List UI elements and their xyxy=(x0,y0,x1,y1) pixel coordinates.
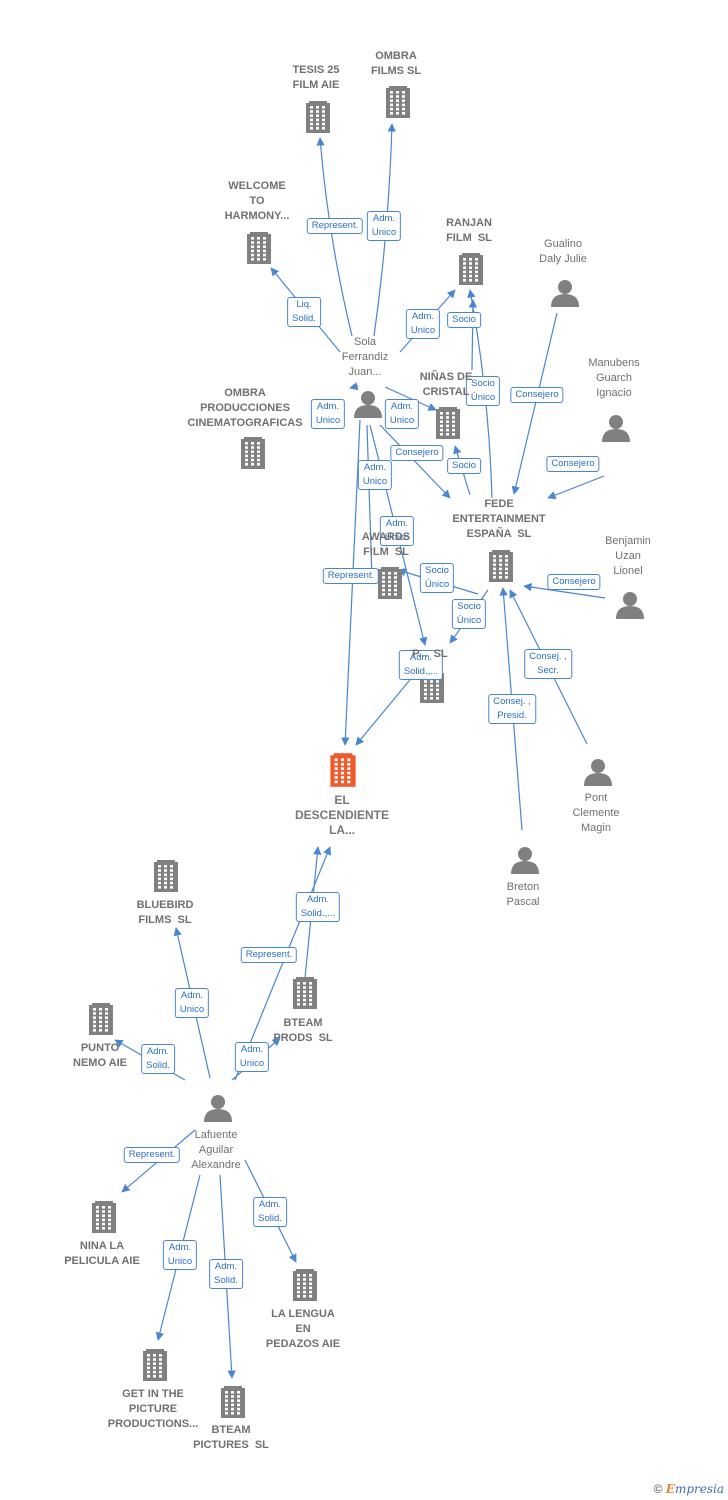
person-icon[interactable] xyxy=(616,592,644,619)
node-label-ranjan[interactable]: RANJAN FILM SL xyxy=(446,217,492,244)
relation-badge[interactable]: Socio xyxy=(447,312,481,328)
relation-badge[interactable]: Represent. xyxy=(240,947,298,963)
building-icon[interactable] xyxy=(330,753,356,787)
building-icon[interactable] xyxy=(293,1269,317,1301)
node-label-tesis25[interactable]: TESIS 25 FILM AIE xyxy=(292,64,340,91)
person-icon[interactable] xyxy=(602,415,630,442)
node-label-fede[interactable]: FEDE ENTERTAINMENT ESPAÑA SL xyxy=(452,498,546,540)
relation-badge[interactable]: Adm. Solid. xyxy=(253,1197,287,1227)
person-icon[interactable] xyxy=(204,1095,232,1122)
node-label-pont[interactable]: Pont Clemente Magin xyxy=(572,792,620,834)
relation-badge[interactable]: Adm. Unico xyxy=(234,1042,270,1072)
relation-badge[interactable]: Consejero xyxy=(547,574,601,590)
node-label-gualino[interactable]: Gualino Daly Julie xyxy=(539,238,587,265)
brand-name: mpresia xyxy=(674,1482,724,1496)
relation-badge[interactable]: Represent. xyxy=(322,568,380,584)
building-icon[interactable] xyxy=(459,253,483,285)
relation-badge[interactable]: Adm. Unico xyxy=(379,516,415,546)
node-label-get-in[interactable]: GET IN THE PICTURE PRODUCTIONS... xyxy=(107,1388,199,1430)
relation-badge[interactable]: Consejero xyxy=(546,456,600,472)
building-icon[interactable] xyxy=(221,1386,245,1418)
node-label-breton[interactable]: Breton Pascal xyxy=(506,881,540,908)
person-icon[interactable] xyxy=(584,759,612,786)
relation-badge[interactable]: Consejero xyxy=(510,387,564,403)
node-label-bluebird[interactable]: BLUEBIRD FILMS SL xyxy=(136,899,194,926)
relation-badge[interactable]: Adm. Solid. xyxy=(141,1044,175,1074)
relation-badge[interactable]: Adm. Solid.,... xyxy=(398,650,444,680)
copyright-symbol: © xyxy=(653,1482,663,1496)
building-icon[interactable] xyxy=(436,407,460,439)
building-icon[interactable] xyxy=(154,860,178,892)
relation-edge xyxy=(384,386,437,411)
relation-badge[interactable]: Adm. Unico xyxy=(310,399,346,429)
building-icon[interactable] xyxy=(378,567,402,599)
node-label-welcome[interactable]: WELCOME TO HARMONY... xyxy=(224,180,290,222)
building-icon[interactable] xyxy=(247,232,271,264)
relation-badge[interactable]: Adm. Unico xyxy=(357,460,393,490)
relation-edge xyxy=(366,424,376,581)
person-icon[interactable] xyxy=(354,391,382,418)
building-icon[interactable] xyxy=(306,101,330,133)
relation-badge[interactable]: Adm. Unico xyxy=(405,309,441,339)
relation-badge[interactable]: Adm. Unico xyxy=(174,988,210,1018)
relation-edge xyxy=(547,475,605,500)
node-label-punto-nemo[interactable]: PUNTO NEMO AIE xyxy=(73,1042,127,1069)
node-label-bteam-prods[interactable]: BTEAM PRODS SL xyxy=(273,1017,333,1044)
relation-badge[interactable]: Adm. Unico xyxy=(384,399,420,429)
building-icon[interactable] xyxy=(241,437,265,469)
node-label-awards[interactable]: AWARDS FILM SL xyxy=(361,531,411,558)
node-label-pxsl[interactable]: P... SL xyxy=(412,648,448,660)
node-label-ombra-films[interactable]: OMBRA FILMS SL xyxy=(370,50,422,77)
person-icon[interactable] xyxy=(551,280,579,307)
node-label-ninas[interactable]: NIÑAS DE CRISTAL xyxy=(419,371,473,398)
relation-badge[interactable]: Adm. Unico xyxy=(162,1240,198,1270)
relation-badge[interactable]: Represent. xyxy=(306,218,364,234)
node-label-lengua[interactable]: LA LENGUA EN PEDAZOS AIE xyxy=(265,1308,341,1350)
node-label-sola[interactable]: Sola Ferrandiz Juan... xyxy=(341,336,389,378)
relation-badge[interactable]: Consej. , Presid. xyxy=(488,694,536,724)
relation-edge xyxy=(316,137,353,337)
node-label-nina-pelicula[interactable]: NINA LA PELICULA AIE xyxy=(64,1240,140,1267)
relation-edge xyxy=(523,582,606,599)
relation-edge xyxy=(349,382,359,391)
relation-edge xyxy=(234,846,332,1081)
relation-badge[interactable]: Liq. Solid. xyxy=(287,297,321,327)
relation-edge xyxy=(468,299,478,371)
brand-initial: E xyxy=(665,1482,675,1496)
node-label-manubens[interactable]: Manubens Guarch Ignacio xyxy=(588,357,640,399)
relation-edge xyxy=(355,674,415,746)
building-icon[interactable] xyxy=(293,977,317,1009)
relation-badge[interactable]: Adm. Solid.,... xyxy=(295,892,341,922)
building-icon[interactable] xyxy=(489,550,513,582)
relation-badge[interactable]: Adm. Unico xyxy=(366,211,402,241)
relation-edge xyxy=(511,312,558,495)
relation-badge[interactable]: Socio Único xyxy=(465,376,501,406)
node-label-ombra-prod[interactable]: OMBRA PRODUCCIONES CINEMATOGRAFICAS xyxy=(187,387,303,429)
building-icon[interactable] xyxy=(143,1349,167,1381)
building-icon[interactable] xyxy=(92,1201,116,1233)
node-label-lafuente[interactable]: Lafuente Aguilar Alexandre xyxy=(191,1129,241,1171)
relation-badge[interactable]: Consej. , Secr. xyxy=(524,649,572,679)
node-label-descendiente[interactable]: EL DESCENDIENTE LA... xyxy=(294,793,390,837)
person-icon[interactable] xyxy=(511,847,539,874)
relation-badge[interactable]: Adm. Solid. xyxy=(209,1259,243,1289)
relation-edge xyxy=(379,424,451,499)
relation-badge[interactable]: Socio xyxy=(447,458,481,474)
relation-badge[interactable]: Represent. xyxy=(123,1147,181,1163)
relation-badge[interactable]: Socio Único xyxy=(419,563,455,593)
relation-badge[interactable]: Socio Único xyxy=(451,599,487,629)
node-label-bteam-pictures[interactable]: BTEAM PICTURES SL xyxy=(193,1424,269,1451)
building-icon[interactable] xyxy=(386,86,410,118)
brand-footer: © Empresia xyxy=(654,1482,724,1496)
node-label-benjamin[interactable]: Benjamin Uzan Lionel xyxy=(605,535,651,577)
building-icon[interactable] xyxy=(89,1003,113,1035)
relation-badge[interactable]: Consejero xyxy=(390,445,444,461)
